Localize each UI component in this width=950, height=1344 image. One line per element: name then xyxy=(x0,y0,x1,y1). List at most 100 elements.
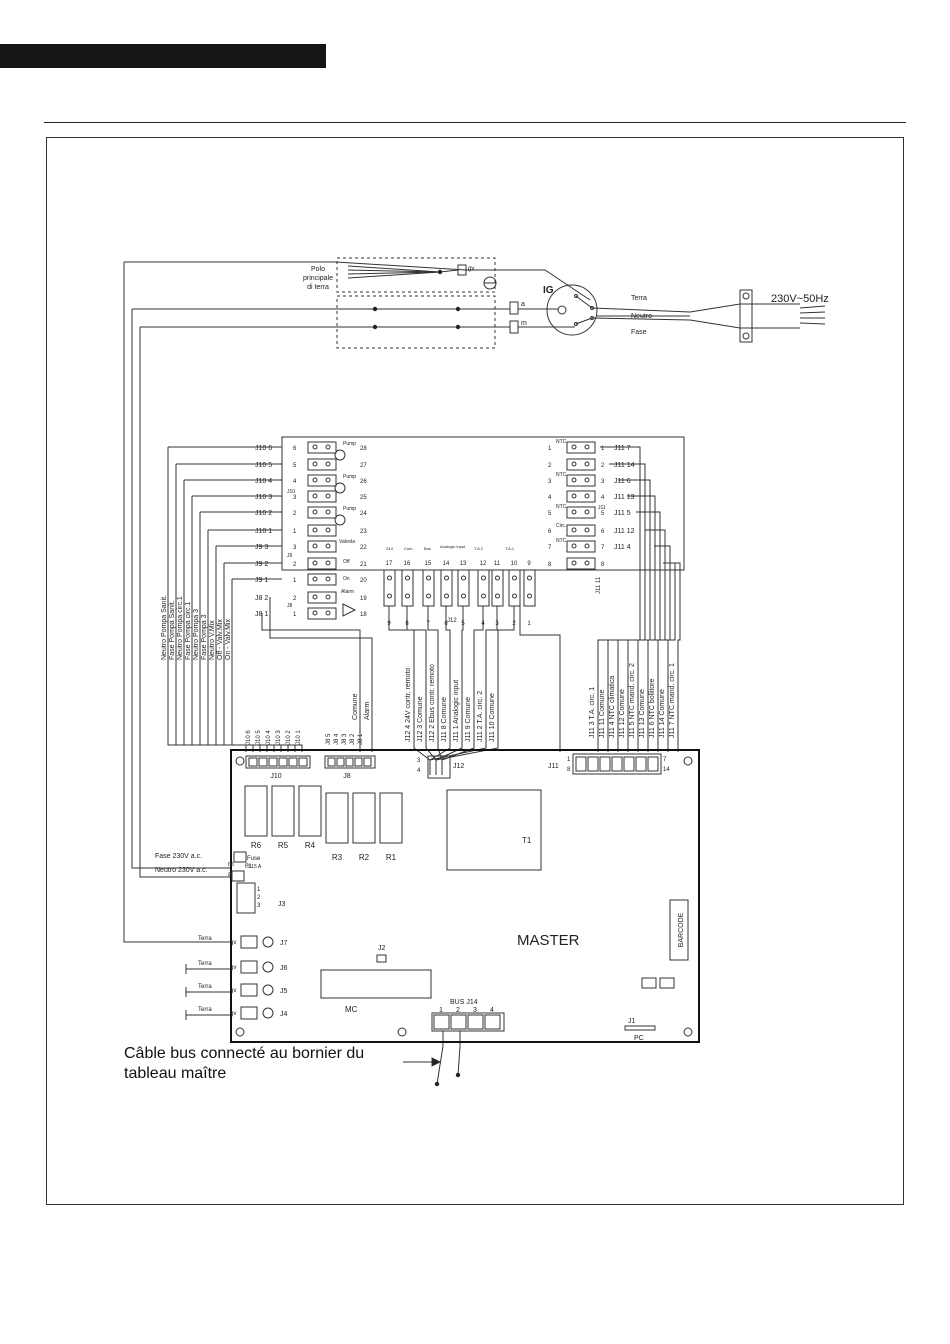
mid-terminal-1 xyxy=(383,569,396,607)
wire-j12-5 xyxy=(435,606,464,761)
wire-label-left-8: Off - Valv.Mix xyxy=(217,619,224,660)
wire-earth-to-gv xyxy=(439,269,459,273)
left-terminal-block-7 xyxy=(307,540,337,553)
right-num-8: 8 xyxy=(548,562,552,568)
wire-mains-terra xyxy=(591,307,691,313)
left-screw-b-7 xyxy=(325,543,331,549)
mid-screw-b-7 xyxy=(495,593,500,599)
j10-pin-6 xyxy=(298,757,308,767)
left-terminal-block-1 xyxy=(307,441,337,454)
right-num-3: 3 xyxy=(548,479,552,485)
alarm-icon xyxy=(342,603,357,617)
right-screw-a-7 xyxy=(571,543,577,549)
barcode-box xyxy=(669,899,689,961)
valve-off-label: Off xyxy=(343,559,350,565)
relay-R4 xyxy=(298,785,322,837)
left-conn-label-1: J10 6 xyxy=(255,445,272,452)
right-pin-3: 3 xyxy=(601,479,605,485)
j1-label: J1 xyxy=(628,1018,636,1025)
left-screw-a-1 xyxy=(312,444,318,450)
mc-chip xyxy=(320,969,432,999)
neutral-dot-1 xyxy=(372,324,378,330)
fuse-holder xyxy=(233,851,247,863)
j10-pin-label-5: J10 2 xyxy=(286,730,292,745)
earth-row-screw-3 xyxy=(262,984,274,996)
mid-screw-a-4 xyxy=(444,575,449,581)
wire-comune-feed xyxy=(269,597,373,752)
mid-j12-label: J12 xyxy=(447,618,457,624)
wire-mains-fase xyxy=(591,317,691,321)
j11-pin-7 xyxy=(647,756,659,772)
mid-top-num-6: 12 xyxy=(480,561,487,567)
right-num-5: 5 xyxy=(548,511,552,517)
earth-row-label-4: Terra xyxy=(198,1007,212,1013)
earth-row-screw-1 xyxy=(262,936,274,948)
mid-terminal-9 xyxy=(523,569,536,607)
earth-row-label-2: Terra xyxy=(198,961,212,967)
wire-earth-fan-1 xyxy=(347,265,441,273)
board-title-master: MASTER xyxy=(517,932,580,949)
j3-pin-2: 2 xyxy=(257,895,261,901)
pump-icon-1 xyxy=(334,449,346,461)
right-num-6: 6 xyxy=(548,529,552,535)
left-screw-a-9 xyxy=(312,576,318,582)
right-terminal-block-1 xyxy=(566,441,596,454)
earth-row-terminal-3 xyxy=(240,983,258,997)
mid-bottom-num-1: 9 xyxy=(387,621,391,627)
left-conn-label-10: J8 2 xyxy=(255,595,268,602)
bus-cable-wire-1 xyxy=(436,1031,444,1085)
mid-bottom-num-7: 3 xyxy=(495,621,499,627)
j8-pin-3 xyxy=(345,757,354,767)
right-num-4: 4 xyxy=(548,495,552,501)
right-terminal-block-8 xyxy=(566,557,596,570)
j10-pin-label-2: J10 5 xyxy=(256,730,262,745)
j12-num-4: 4 xyxy=(417,768,421,774)
left-conn-num-7: 3 xyxy=(293,545,297,551)
label-ta2: T.A.2 xyxy=(474,546,484,551)
wire-label-j11-7: J11 6 NTC bollitore xyxy=(649,678,656,738)
earth-label-line1: Polo xyxy=(311,266,325,273)
left-conn-label-2: J10 5 xyxy=(255,462,272,469)
wire-label-j11-8: J11 14 Comune xyxy=(659,689,666,738)
j11-num-14: 14 xyxy=(663,767,670,773)
j11-pin-3 xyxy=(599,756,611,772)
j1-connector xyxy=(624,1025,656,1031)
mains-cable-bottom xyxy=(689,319,800,329)
earth-row-screw-4 xyxy=(262,1007,274,1019)
right-terminal-block-6 xyxy=(566,524,596,537)
j11-num-8: 8 xyxy=(567,767,571,773)
mid-top-num-4: 14 xyxy=(443,561,450,567)
left-terminal-block-11 xyxy=(307,607,337,620)
wire-label-j12-5: J11 1 Analogic input xyxy=(453,680,460,742)
board-led-2 xyxy=(659,977,675,989)
pump-icon-2 xyxy=(334,482,346,494)
left-screw-b-9 xyxy=(325,576,331,582)
relay-label-R4: R4 xyxy=(305,841,316,850)
label-com: Com xyxy=(404,546,413,551)
wire-alarm-feed xyxy=(261,613,361,752)
ig-contact-2 xyxy=(574,322,578,326)
right-screw-a-2 xyxy=(571,461,577,467)
left-screw-a-4 xyxy=(312,493,318,499)
pump-label-1: Pump xyxy=(343,441,356,447)
j10-pin-5 xyxy=(288,757,298,767)
neutral-dot-2 xyxy=(455,324,461,330)
right-screw-b-3 xyxy=(584,477,590,483)
j10-pin-label-1: J10 6 xyxy=(246,730,252,745)
left-term-num-2: 27 xyxy=(360,463,367,469)
wires xyxy=(123,261,826,1085)
bus-cable-end-1 xyxy=(434,1081,440,1087)
wire-left-down-9 xyxy=(231,579,303,752)
right-conn-label-5: J11 5 xyxy=(614,510,631,517)
left-conn-num-9: 1 xyxy=(293,578,297,584)
right-pin-7: 7 xyxy=(601,545,605,551)
left-conn-label-3: J10 4 xyxy=(255,478,272,485)
left-conn-label-9: J9 1 xyxy=(255,577,268,584)
mains-strand-2 xyxy=(799,311,826,314)
j11-tag: J11 xyxy=(598,505,606,511)
line-block-dashed xyxy=(336,295,496,349)
master-board xyxy=(230,749,700,1043)
left-conn-num-2: 5 xyxy=(293,463,297,469)
